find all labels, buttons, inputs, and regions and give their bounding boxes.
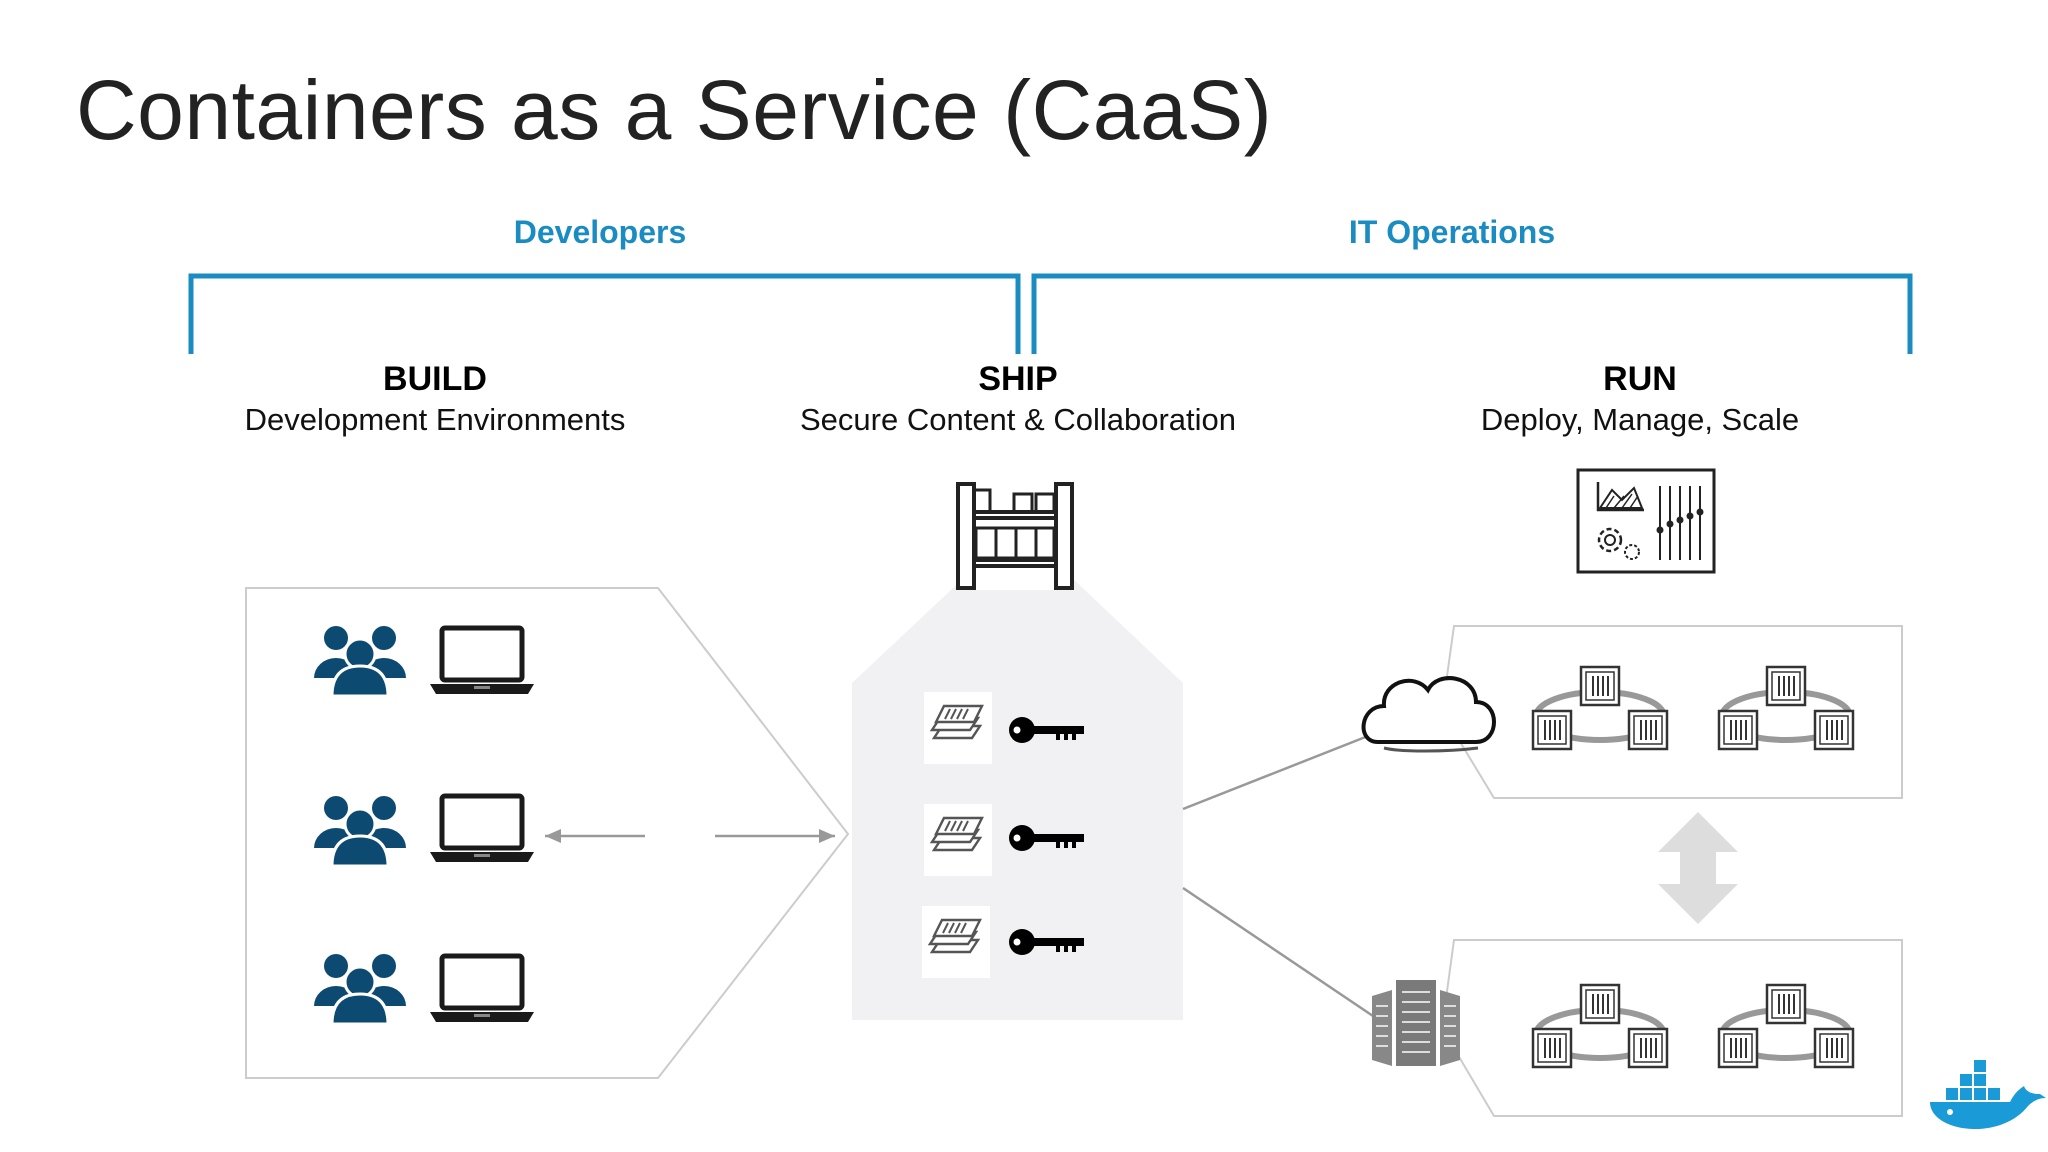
it-operations-bracket: [1031, 273, 1913, 354]
build-panel: [245, 587, 850, 1079]
connector-line: [1182, 886, 1377, 1020]
docker-whale-icon: [1930, 1060, 2046, 1130]
it-operations-label: IT Operations: [1348, 214, 1556, 250]
connector-line: [1182, 734, 1369, 811]
developers-label: Developers: [513, 214, 687, 250]
ship-heading: SHIP: [978, 360, 1058, 398]
registry-icon: [956, 482, 1074, 590]
push-pull-arrow: [545, 829, 835, 843]
datacenter-servers-icon: [1372, 980, 1460, 1066]
developers-bracket: [188, 273, 1021, 354]
run-subtitle: Deploy, Manage, Scale: [1480, 402, 1800, 437]
scale-double-arrow: [1658, 812, 1738, 924]
image-stack-icon: [922, 802, 994, 878]
control-panel-icon: [1576, 468, 1716, 574]
image-stack-icon: [920, 904, 992, 980]
ship-subtitle: Secure Content & Collaboration: [800, 402, 1236, 437]
build-heading: BUILD: [383, 360, 487, 398]
build-subtitle: Development Environments: [244, 402, 626, 437]
cloud-icon: [1361, 676, 1496, 753]
page-title: Containers as a Service (CaaS): [76, 63, 1273, 157]
image-stack-icon: [922, 690, 994, 766]
run-heading: RUN: [1603, 360, 1677, 398]
